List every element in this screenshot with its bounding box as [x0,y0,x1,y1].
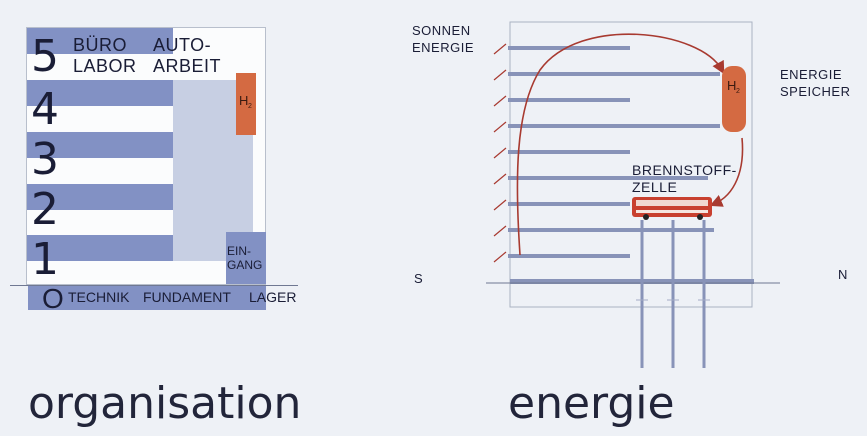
tank-to-fuel-cell-arrow [709,137,744,207]
floor-number-5: 5 [31,31,59,82]
entrance-block: EIN- GANG [226,232,266,284]
piles [640,220,706,368]
tank-subscript: 2 [248,103,252,110]
south-label: S [414,271,424,286]
floor-number-1: 1 [31,234,59,285]
slab-4 [508,124,720,128]
solar-collectors [493,43,507,263]
organisation-diagram: 5 4 3 2 1 BÜRO LABOR AUTO- ARBEIT [26,27,266,285]
slab-9 [508,254,630,258]
caption-organisation: organisation [28,378,302,429]
storage-tank-label: H [727,78,737,93]
floor-1-band [27,235,173,261]
basement-label-fundament: FUNDAMENT [143,289,231,305]
fuel-cell-label: BRENNSTOFF- ZELLE [632,162,737,195]
floor-4-band [27,80,173,106]
auto-arbeit-cell [173,28,253,80]
fuel-cell-bus [632,197,712,220]
slab-8 [508,228,714,232]
caption-energie: energie [508,378,675,429]
basement-label-lager: LAGER [249,289,297,305]
floor-number-2: 2 [31,184,59,235]
floor-slabs [508,46,754,284]
basement-band: O TECHNIK FUNDAMENT LAGER [28,283,296,314]
floor-number-4: 4 [31,84,59,135]
floor-number-3: 3 [31,134,59,185]
building-outline [509,21,753,308]
floor-2-band [27,184,173,210]
slab-2 [508,72,720,76]
north-label: N [838,267,848,282]
ground-slab [510,279,754,284]
slab-6 [508,176,708,180]
hydrogen-tank: H 2 [236,73,256,135]
tank-label: H [239,93,249,108]
storage-tank-subscript: 2 [736,88,740,95]
ground-line [10,285,298,286]
car-workshop-label: AUTO- ARBEIT [153,35,222,76]
energy-storage-label: ENERGIE SPEICHER [780,67,851,99]
solar-energy-label: SONNEN ENERGIE [412,23,475,55]
basement-label-technik: TECHNIK [68,289,130,305]
basement-number: O [42,283,64,314]
slab-3 [508,98,630,102]
slab-7 [508,202,630,206]
hydrogen-storage-tank [722,66,746,132]
floor-5-band [27,28,173,54]
slab-1 [508,46,630,50]
floor-3-band [27,132,173,158]
slab-5 [508,150,630,154]
energy-flow-arrow [516,33,725,256]
office-lab-label: BÜRO LABOR [73,35,137,76]
entrance-label: EIN- GANG [227,244,263,272]
